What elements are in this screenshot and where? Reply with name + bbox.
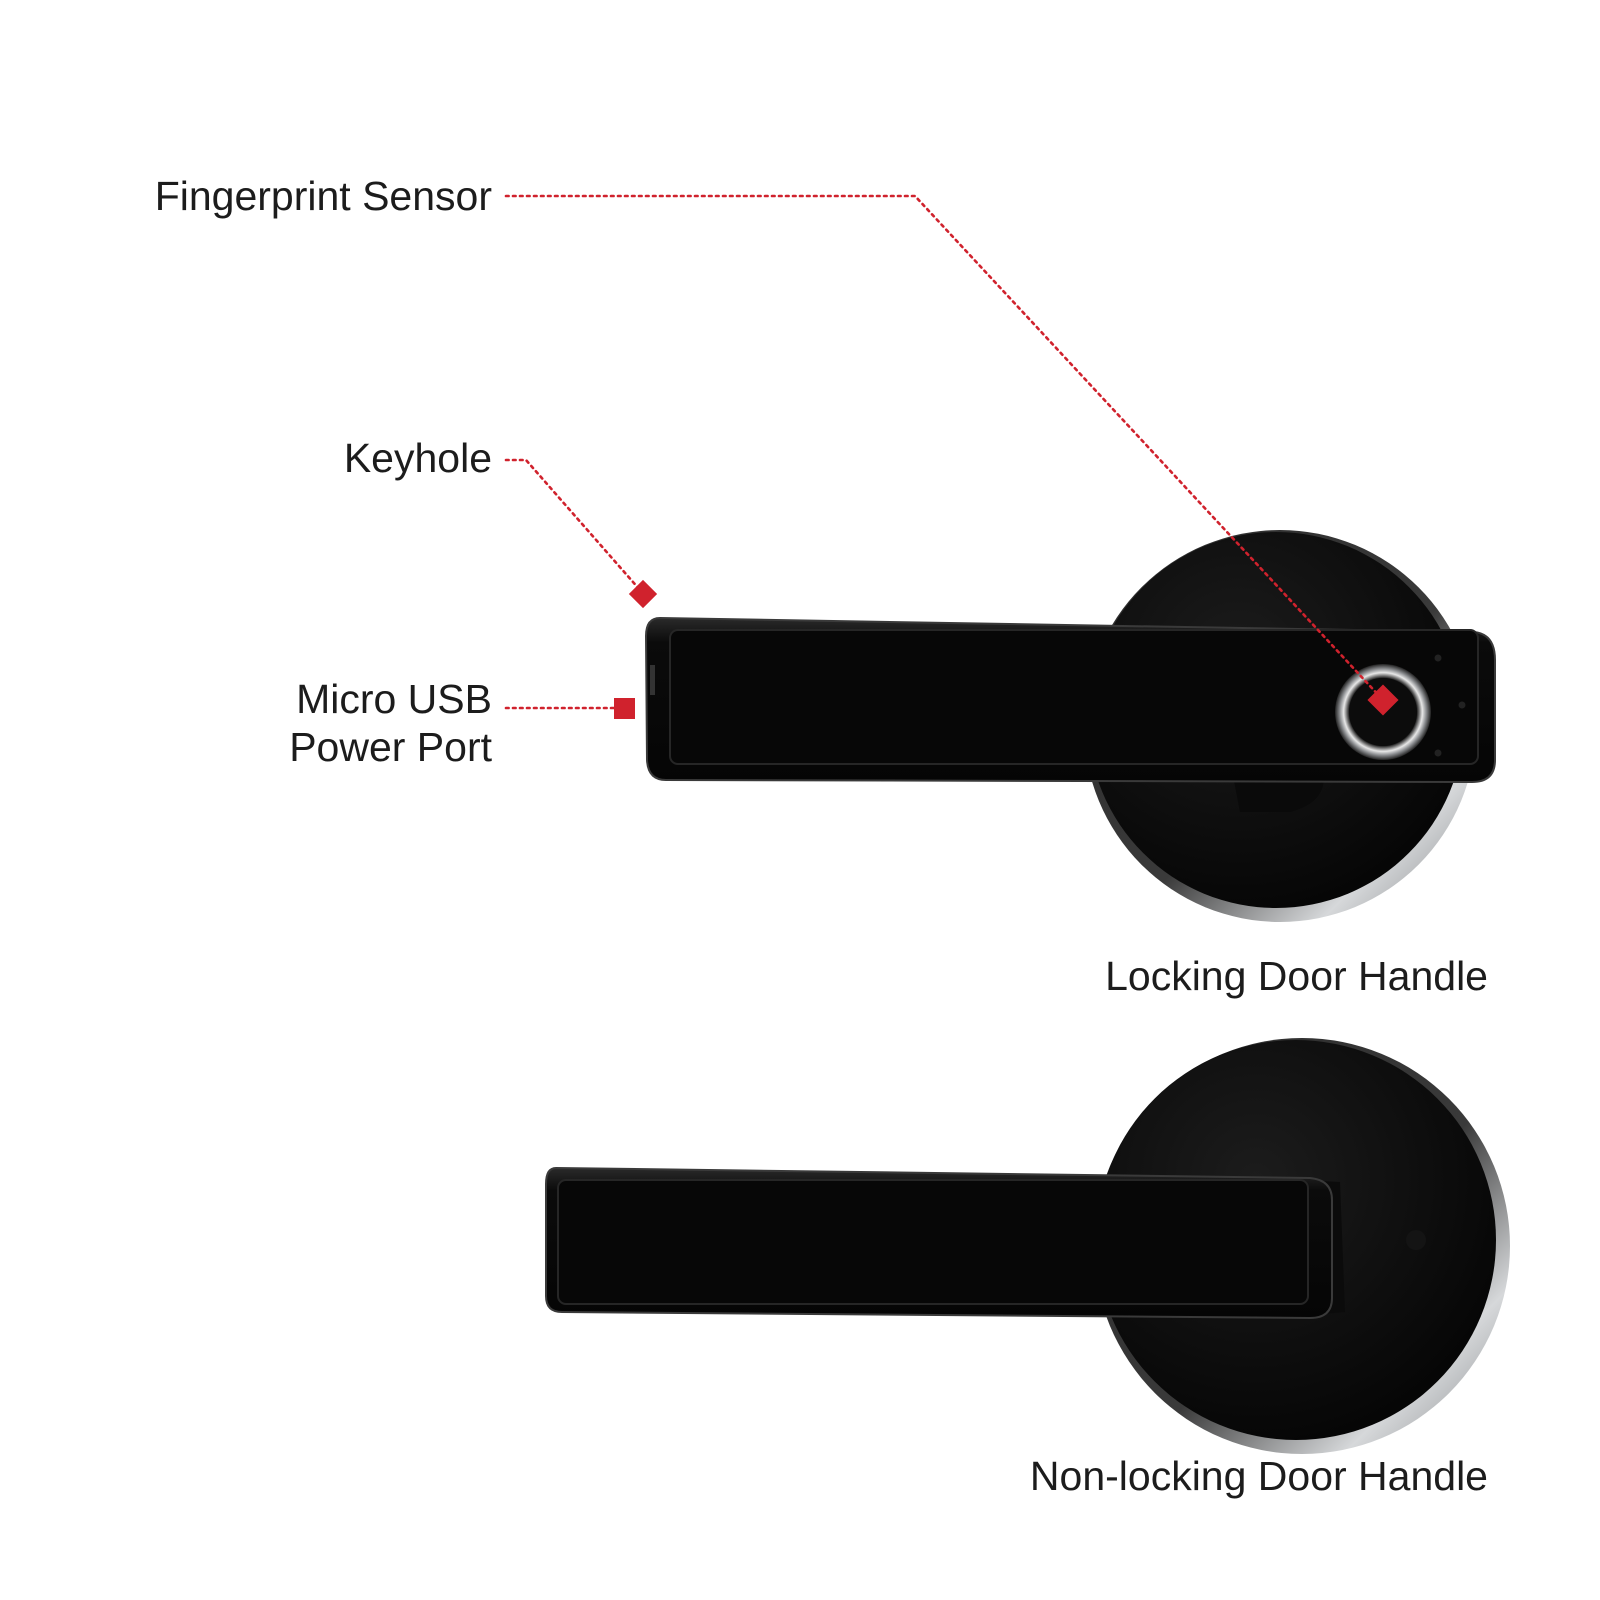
keyhole-marker bbox=[628, 579, 658, 609]
keyhole-label: Keyhole bbox=[344, 435, 492, 481]
usb-port-slot bbox=[650, 665, 655, 695]
indicator-dot-icon bbox=[1434, 749, 1442, 757]
locking-handle-lever bbox=[644, 616, 1496, 784]
locking-door-handle bbox=[644, 530, 1496, 922]
screw-icon bbox=[1406, 1230, 1426, 1250]
fingerprint-leader-line bbox=[504, 194, 1385, 702]
non-locking-handle-lever bbox=[545, 1166, 1333, 1320]
usb-port-label-line1: Micro USB bbox=[296, 676, 492, 722]
non-locking-handle-caption: Non-locking Door Handle bbox=[1030, 1453, 1488, 1499]
usb-port-label-line2: Power Port bbox=[289, 724, 492, 770]
keyhole-leader-line bbox=[504, 458, 642, 592]
fingerprint-sensor-label: Fingerprint Sensor bbox=[155, 173, 492, 219]
locking-handle-caption: Locking Door Handle bbox=[1105, 953, 1488, 999]
non-locking-door-handle bbox=[545, 1038, 1510, 1454]
callout-leaders bbox=[504, 194, 1385, 710]
usb-marker bbox=[614, 698, 635, 719]
indicator-dot-icon bbox=[1458, 701, 1466, 709]
indicator-dot-icon bbox=[1434, 654, 1442, 662]
